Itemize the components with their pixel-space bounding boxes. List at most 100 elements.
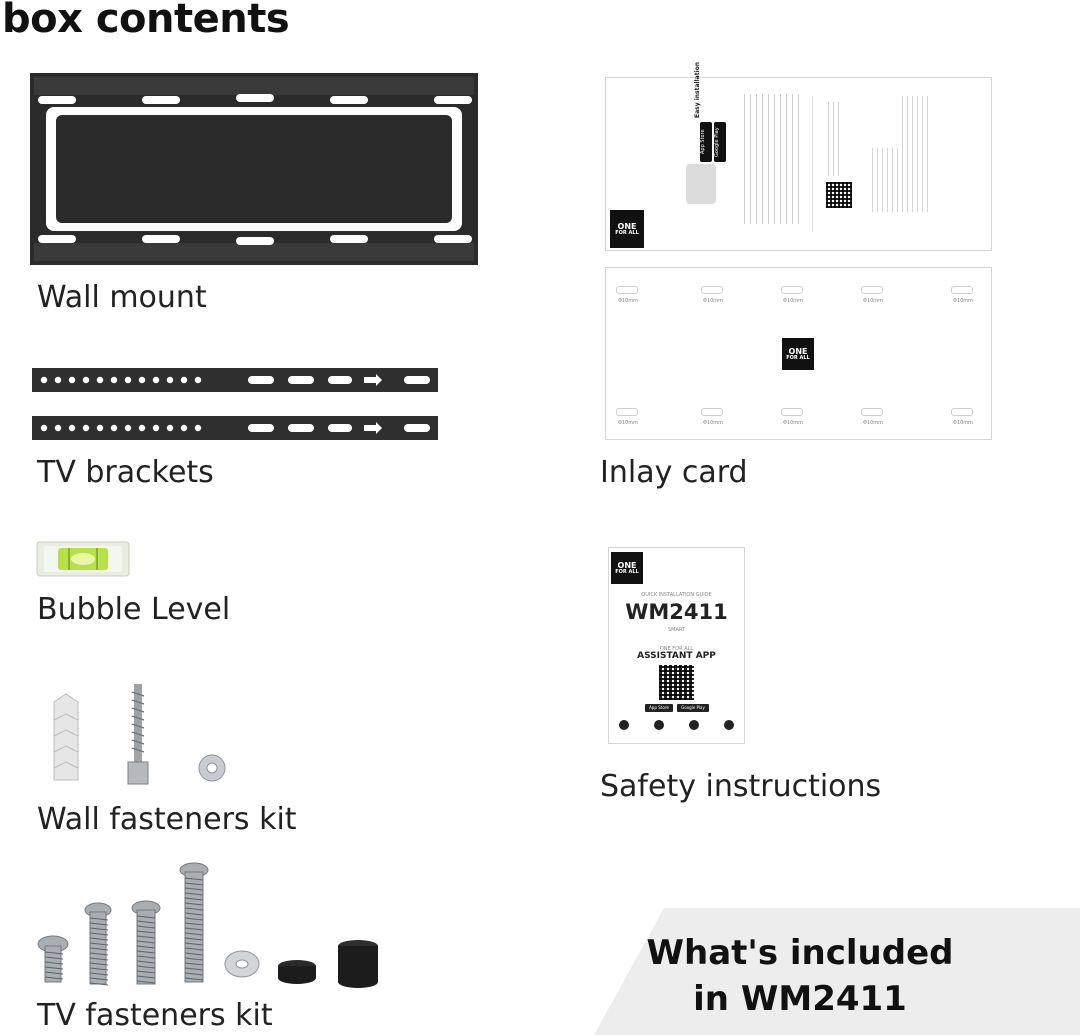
screw-thread (89, 942, 109, 946)
bracket-hole (68, 424, 76, 432)
hole-label: Φ10mm (783, 420, 804, 426)
bracket-hole (138, 376, 146, 384)
installation-guide-sheet: ONE FOR ALL Easy installation App Store … (605, 62, 992, 251)
booklet-google-play-badge: Google Play (677, 704, 709, 712)
screw-thread (184, 912, 204, 916)
screw-thread (184, 972, 204, 976)
screw-thread (136, 975, 156, 979)
bubble-level-label: Bubble Level (37, 592, 231, 627)
phone-illustration (686, 164, 716, 204)
bracket-hole (96, 376, 104, 384)
bracket-hole (124, 376, 132, 384)
booklet-model: WM2411 (625, 600, 728, 624)
screw-thread (184, 907, 204, 911)
screw-thread (184, 952, 204, 956)
screw-thread (89, 957, 109, 961)
bracket-slot (328, 376, 352, 384)
inlay-card-label: Inlay card (600, 455, 748, 490)
screw-thread (184, 962, 204, 966)
hole-label: Φ10mm (953, 420, 974, 426)
booklet-logo: ONE FOR ALL (611, 552, 643, 584)
hole-marker (861, 408, 883, 416)
hole-marker (701, 286, 723, 294)
screw-thread (184, 897, 204, 901)
bracket-hole (180, 376, 188, 384)
bracket-hole (96, 424, 104, 432)
bracket-hole (166, 424, 174, 432)
bracket-hole (40, 424, 48, 432)
screw-thread (184, 902, 204, 906)
screw-thread (136, 950, 156, 954)
guide-text-block (744, 94, 804, 224)
bracket-hole (40, 376, 48, 384)
bracket-hole (152, 424, 160, 432)
bracket-hole (152, 376, 160, 384)
bracket-hole (194, 376, 202, 384)
bracket-slot (248, 376, 274, 384)
tv-fasteners-image (37, 862, 378, 988)
screw-thread (184, 887, 204, 891)
wall-fasteners-label: Wall fasteners kit (37, 802, 297, 837)
screw-thread (136, 965, 156, 969)
safety-booklet-image: ONE FOR ALL QUICK INSTALLATION GUIDE WM2… (608, 547, 745, 744)
instagram-icon (654, 720, 664, 730)
screw-thread (184, 937, 204, 941)
booklet-model-sub: SMART (667, 627, 686, 633)
hole-label: Φ10mm (618, 298, 639, 304)
summary-banner (594, 908, 1080, 1035)
screw-thread (184, 932, 204, 936)
screw-thread (89, 982, 109, 986)
hole-marker (616, 408, 638, 416)
hole-label: Φ10mm (703, 298, 724, 304)
screw-thread (184, 977, 204, 981)
wall-mount-label: Wall mount (37, 280, 207, 315)
safety-instructions-label: Safety instructions (600, 769, 882, 804)
banner-line-2: in WM2411 (693, 979, 907, 1019)
screw-thread (89, 932, 109, 936)
wall-mount-image (30, 73, 478, 265)
screw-thread (136, 925, 156, 929)
screw-thread (184, 922, 204, 926)
bracket-arrow-icon (364, 374, 382, 386)
screw-thread (136, 935, 156, 939)
screw-thread (89, 927, 109, 931)
screw-thread (89, 937, 109, 941)
qr-code (826, 182, 852, 208)
hole-label: Φ10mm (863, 420, 884, 426)
bracket-hole (82, 376, 90, 384)
guide-text-block-3 (872, 148, 900, 212)
hole-label: Φ10mm (783, 298, 804, 304)
bracket-hole (138, 424, 146, 432)
screw-thread (184, 877, 204, 881)
bracket-slot (404, 424, 430, 432)
bubble-level-image (36, 541, 130, 577)
screw-thread (184, 957, 204, 961)
bracket-slot (248, 424, 274, 432)
inlay-logo: ONE FOR ALL (782, 338, 814, 370)
screw-thread (184, 917, 204, 921)
screw-thread (136, 980, 156, 984)
hole-label: Φ10mm (703, 420, 724, 426)
screw-thread (44, 976, 64, 980)
app-store-badge: App Store (700, 122, 712, 162)
brand-logo: ONE FOR ALL (610, 210, 644, 248)
screw-thread (184, 967, 204, 971)
screw-thread (89, 967, 109, 971)
booklet-app-line1: ONE FOR ALL (659, 646, 694, 652)
bracket-slot (288, 376, 314, 384)
bracket-hole (54, 424, 62, 432)
bracket-hole (110, 376, 118, 384)
google-play-badge: Google Play (714, 122, 726, 162)
tv-fasteners-label: TV fasteners kit (37, 998, 273, 1033)
hole-label: Φ10mm (863, 298, 884, 304)
screw-thread (184, 927, 204, 931)
hole-marker (781, 408, 803, 416)
guide-text-block-4 (902, 96, 930, 212)
bracket-hole (68, 376, 76, 384)
screw-thread (136, 915, 156, 919)
bracket-slot (328, 424, 352, 432)
booklet-app-line2: ASSISTANT APP (637, 651, 716, 661)
bracket-hole (166, 376, 174, 384)
linkedin-icon (689, 720, 699, 730)
